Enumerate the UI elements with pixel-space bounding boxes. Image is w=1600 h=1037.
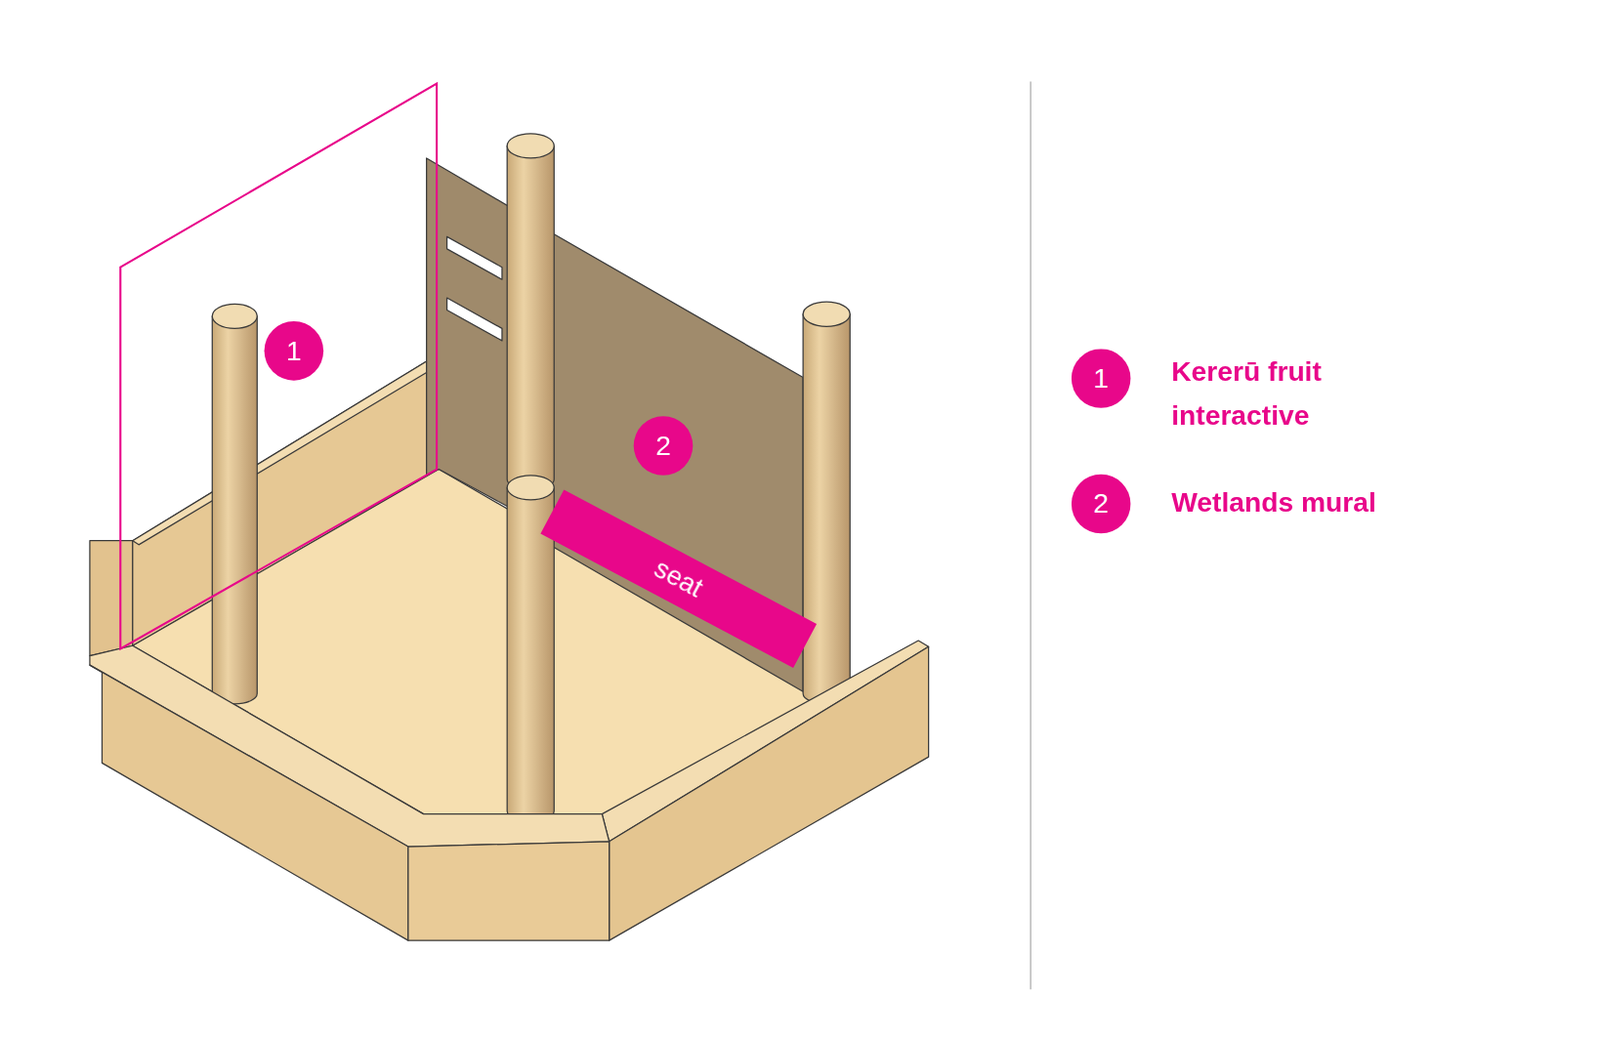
left-lip [89,541,133,657]
callout-number: 1 [264,321,325,381]
post [506,133,554,491]
booth-structure [89,133,929,941]
panel-slot [447,297,503,341]
legend-number: 1 [1071,348,1132,409]
node-text: 1 [286,336,302,365]
legend-number: 2 [1071,474,1132,535]
post-top [506,475,554,501]
node-text: seat [650,554,708,602]
legend-text: Wetlands mural [1171,481,1427,526]
post-top [802,301,850,327]
node-text: 1 [1093,364,1109,392]
front-face [408,842,610,941]
post-body [802,314,850,705]
node-text: 2 [1093,490,1109,518]
post-body [211,316,257,705]
callout-number: 2 [633,416,694,476]
node-text: 2 [655,431,672,460]
seat-band: seat [541,490,817,669]
divider-line [1030,82,1032,991]
post [211,303,257,705]
post-top [211,303,257,329]
post-body [506,487,554,822]
legend-text: Kererū fruit interactive [1171,349,1427,438]
post-body [506,145,554,490]
front-left-face [89,665,409,941]
post [802,301,850,705]
right-face [609,646,929,941]
post-top [506,133,554,159]
panel-slot [447,236,503,280]
interactive-outline [120,84,437,650]
